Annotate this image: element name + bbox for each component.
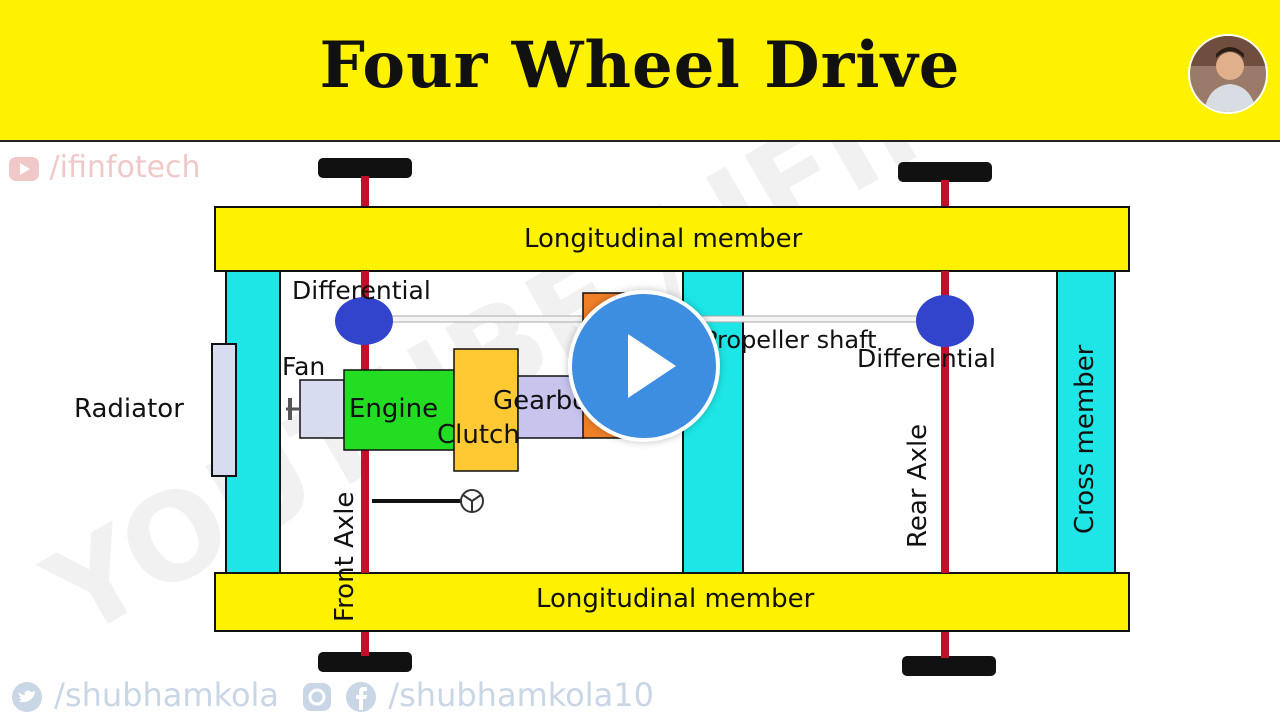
clutch-label: Clutch <box>437 420 520 450</box>
rear-right-wheel <box>902 656 996 676</box>
rear-differential-label: Differential <box>857 344 996 373</box>
front-left-wheel <box>318 158 412 178</box>
youtube-icon <box>9 156 39 181</box>
front-axle-label: Front Axle <box>330 491 360 622</box>
page-title: Four Wheel Drive <box>319 28 961 103</box>
social-watermark: /shubhamkola10 <box>300 676 654 714</box>
title-banner: Four Wheel Drive <box>0 0 1280 142</box>
twitter-watermark: /shubhamkola <box>10 676 279 714</box>
top-member-label: Longitudinal member <box>524 224 803 254</box>
rear-cross-member <box>1056 270 1116 574</box>
front-differential <box>335 297 393 345</box>
fan-label: Fan <box>282 352 326 381</box>
play-button[interactable] <box>568 290 720 442</box>
bottom-member-label: Longitudinal member <box>536 584 815 614</box>
rear-axle-label: Rear Axle <box>903 423 933 548</box>
play-icon <box>628 334 676 398</box>
propeller-shaft-label: Propeller shaft <box>703 326 877 354</box>
radiator <box>211 343 237 477</box>
top-longitudinal-member <box>214 206 1130 272</box>
engine <box>343 369 455 451</box>
rear-differential <box>916 295 974 347</box>
radiator-label: Radiator <box>74 394 184 424</box>
engine-label: Engine <box>349 394 439 424</box>
rear-left-wheel <box>898 162 992 182</box>
bottom-longitudinal-member <box>214 572 1130 632</box>
cross-member-label: Cross member <box>1070 344 1100 534</box>
front-differential-label: Differential <box>292 276 431 305</box>
avatar <box>1188 34 1268 114</box>
channel-watermark: /ifinfotech <box>8 150 201 185</box>
facebook-icon <box>346 682 377 712</box>
twitter-icon <box>12 682 42 712</box>
channel-handle: /ifinfotech <box>49 150 201 185</box>
front-right-wheel <box>318 652 412 672</box>
instagram-icon <box>303 683 331 711</box>
twitter-handle: /shubhamkola <box>54 676 280 714</box>
social-handle: /shubhamkola10 <box>388 676 654 714</box>
fan <box>299 379 345 439</box>
clutch <box>453 348 519 472</box>
